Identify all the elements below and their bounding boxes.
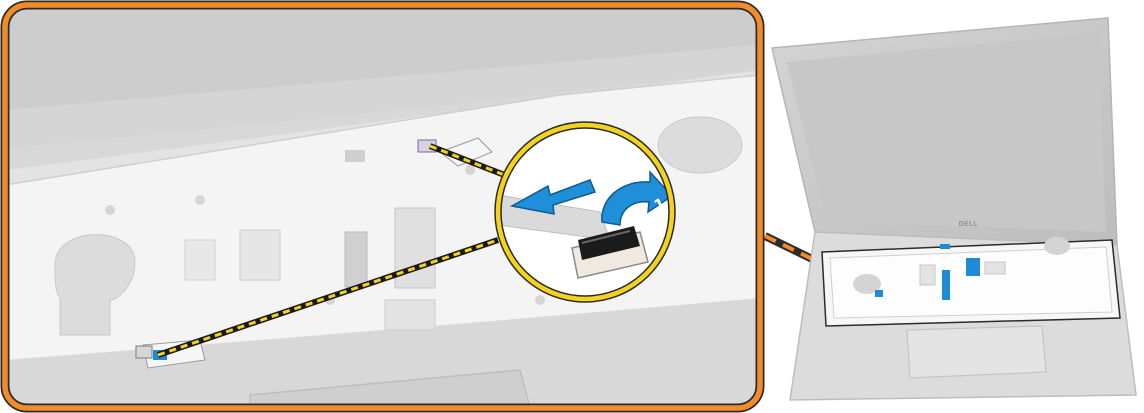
connector-slot-2 <box>345 232 367 287</box>
connector-slot-1 <box>345 150 365 162</box>
magnifier: 2 1 <box>498 125 672 299</box>
lower-connector-housing <box>136 346 152 358</box>
bracket-3 <box>385 300 435 330</box>
brand-mark: DELL <box>958 220 978 228</box>
speaker-cutout-right <box>658 117 742 173</box>
bracket-2 <box>185 240 215 280</box>
overview-cable-c <box>940 244 950 249</box>
overview-touchpad <box>907 326 1046 378</box>
overview-cable-a <box>942 270 950 300</box>
bracket-1 <box>240 230 280 280</box>
overview-cable-b <box>966 258 980 276</box>
connector-slot-3 <box>395 208 435 288</box>
overview-speaker-right <box>1044 237 1070 255</box>
laptop-screen <box>787 33 1106 232</box>
overview-cable-d <box>875 290 883 297</box>
laptop-overview: DELL <box>772 18 1136 400</box>
